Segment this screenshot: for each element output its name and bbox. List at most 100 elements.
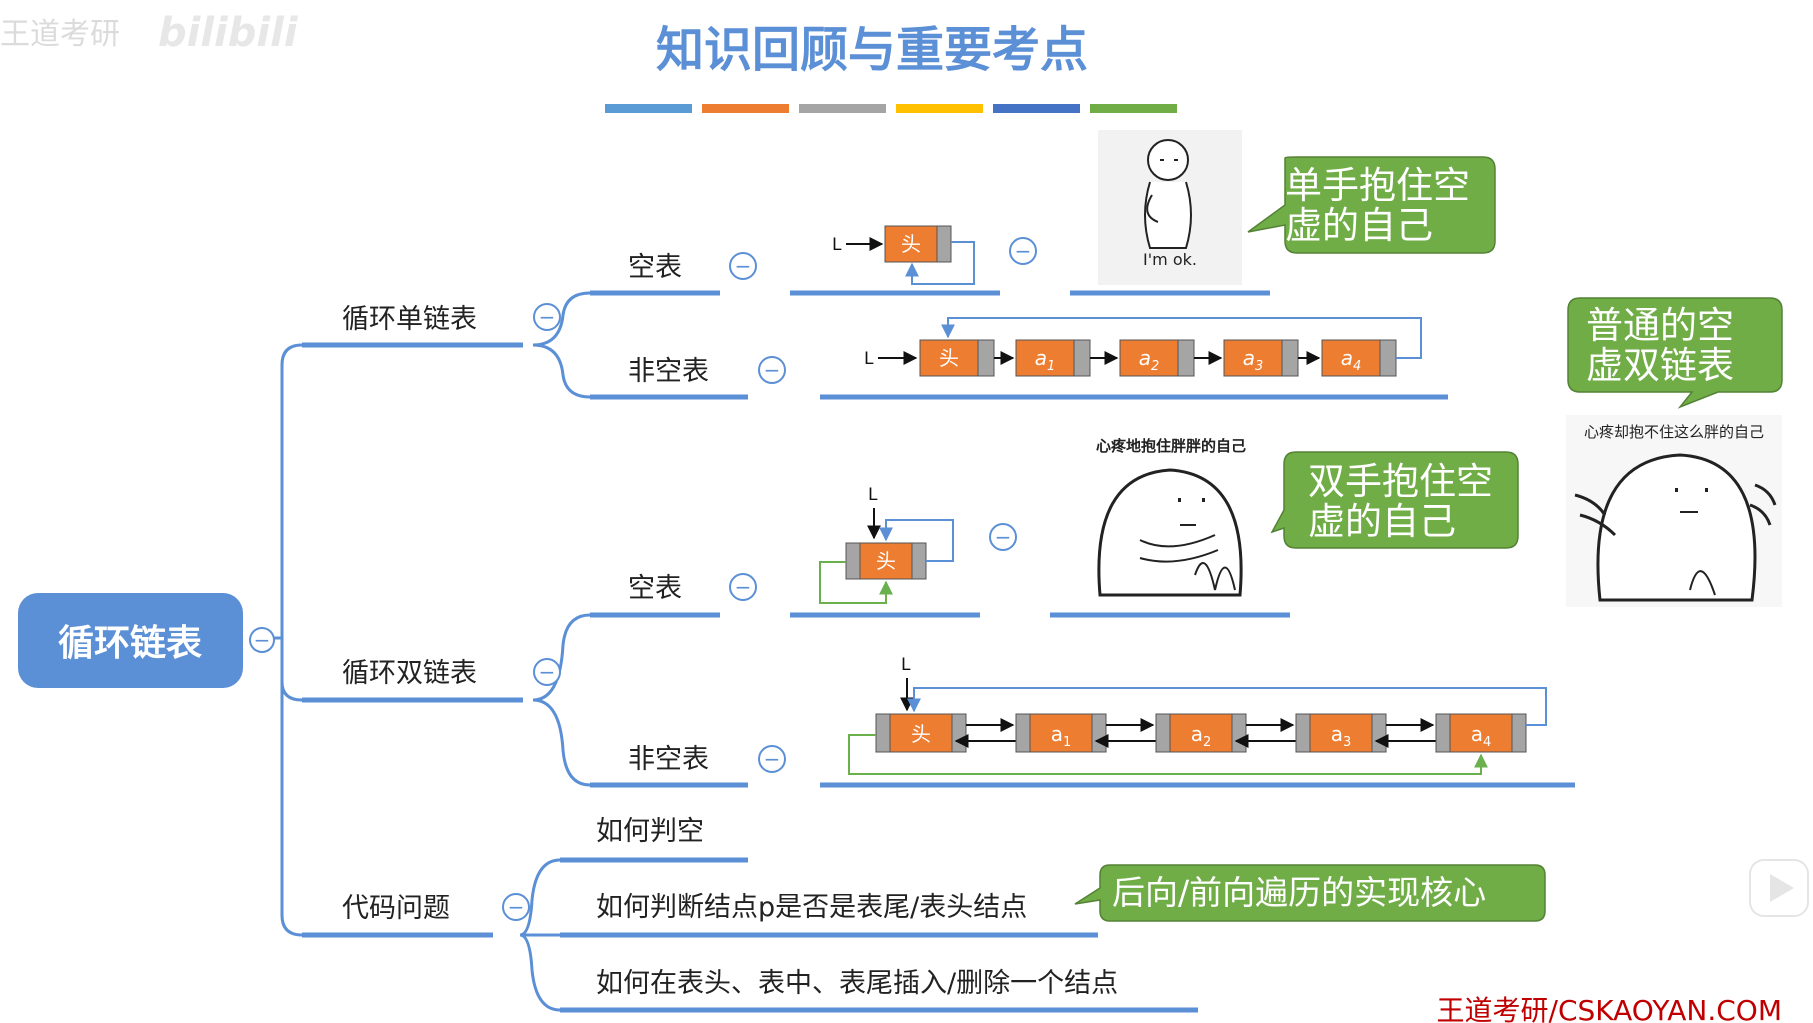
callout-code-text: 后向/前向遍历的实现核心 [1112, 873, 1486, 912]
single-node-next [1073, 339, 1091, 377]
double-nonempty-L: L [901, 655, 911, 675]
callout-double-line1: 双手抱住空 [1308, 460, 1493, 503]
double-empty-L: L [868, 485, 878, 505]
root-collapse-toggle[interactable]: − [249, 627, 275, 653]
toggle-double-nonempty[interactable]: − [758, 745, 786, 773]
double-node-data [1029, 713, 1093, 753]
watermark-left: 王道考研 [0, 17, 120, 52]
single-node-next [1281, 339, 1299, 377]
double-circular-next-link [907, 687, 1547, 726]
callout-normal-line2: 虚双链表 [1586, 344, 1734, 387]
single-node-data [1119, 339, 1179, 377]
toggle-double-diagram[interactable]: − [989, 523, 1017, 551]
single-nonempty-label: 非空表 [628, 356, 709, 387]
toggle-single-empty[interactable]: − [729, 252, 757, 280]
double-node-prior [1295, 713, 1311, 753]
code-item-2: 如何判断结点p是否是表尾/表头结点 [596, 892, 1027, 923]
single-empty-head: 头 [901, 232, 921, 256]
svg-text:−: − [735, 254, 752, 278]
single-circular-link [941, 317, 1422, 359]
double-node-next [1371, 713, 1387, 753]
toggle-single-diagram[interactable]: − [1009, 237, 1037, 265]
watermark: 王道考研 bilibili [0, 10, 299, 56]
single-empty-label: 空表 [628, 252, 682, 283]
callout-code: 后向/前向遍历的实现核心 [1074, 864, 1546, 922]
toggle-double-empty[interactable]: − [729, 573, 757, 601]
svg-text:−: − [764, 747, 781, 771]
title-bar-4 [896, 104, 983, 113]
double-empty-diagram: L 头 [819, 485, 954, 604]
double-node-label-head: 头 [911, 722, 931, 746]
double-node-next [1091, 713, 1107, 753]
footer-brand: 王道考研/CSKAOYAN.COM [1437, 994, 1782, 1023]
double-circular-prior-link [848, 734, 1488, 775]
page-title: 知识回顾与重要考点 [656, 22, 1088, 78]
svg-text:−: − [254, 628, 271, 652]
meme-hug: 心疼地抱住胖胖的自己 [1080, 430, 1262, 602]
single-node-next [977, 339, 995, 377]
svg-text:−: − [508, 895, 525, 919]
toggle-single[interactable]: − [533, 303, 561, 331]
title-bar-2 [702, 104, 789, 113]
callout-single-line1: 单手抱住空 [1285, 164, 1470, 207]
double-node-data [1449, 713, 1513, 753]
title-bar-5 [993, 104, 1080, 113]
double-node-prior [1435, 713, 1451, 753]
root-node[interactable]: 循环链表 [18, 593, 243, 688]
double-node-next [951, 713, 967, 753]
watermark-brand: bilibili [158, 10, 299, 56]
callout-single: 单手抱住空 虚的自己 [1247, 156, 1496, 254]
svg-text:−: − [1015, 239, 1032, 263]
svg-text:−: − [995, 525, 1012, 549]
svg-text:−: − [735, 575, 752, 599]
code-item-1: 如何判空 [596, 816, 704, 847]
connector-lines [262, 291, 591, 1012]
single-empty-L: L [832, 235, 842, 255]
single-node-next [1379, 339, 1397, 377]
single-node-data [919, 339, 979, 377]
double-nonempty-label: 非空表 [628, 744, 709, 775]
branch-code-label: 代码问题 [342, 893, 450, 924]
root-label: 循环链表 [58, 623, 202, 664]
callout-normal-line1: 普通的空 [1586, 304, 1734, 347]
meme-hug-title: 心疼地抱住胖胖的自己 [1096, 437, 1246, 455]
branch-single-label: 循环单链表 [342, 304, 477, 335]
title-bar-1 [605, 104, 692, 113]
title-bar-3 [799, 104, 886, 113]
svg-text:−: − [764, 358, 781, 382]
svg-text:−: − [539, 305, 556, 329]
double-node-prior [1015, 713, 1031, 753]
meme-cannot-hug-title: 心疼却抱不住这么胖的自己 [1584, 423, 1764, 441]
single-nonempty-L: L [864, 349, 874, 369]
double-node-prior [875, 713, 891, 753]
double-node-next [1511, 713, 1527, 753]
callout-double-line2: 虚的自己 [1308, 500, 1456, 543]
double-node-next [1231, 713, 1247, 753]
double-empty-label: 空表 [628, 573, 682, 604]
branch-double-label: 循环双链表 [342, 658, 477, 689]
toggle-double[interactable]: − [533, 658, 561, 686]
title-color-bars [605, 104, 1177, 113]
single-empty-diagram: L 头 [832, 225, 975, 285]
single-node-label-head: 头 [939, 346, 959, 370]
meme-im-ok: I'm ok. [1098, 130, 1242, 285]
play-icon[interactable] [1749, 859, 1809, 917]
code-item-3: 如何在表头、表中、表尾插入/删除一个结点 [596, 968, 1118, 999]
double-node-prior [1155, 713, 1171, 753]
underlines [302, 290, 1575, 1013]
toggle-single-nonempty[interactable]: − [758, 356, 786, 384]
toggle-code[interactable]: − [502, 893, 530, 921]
double-empty-head: 头 [876, 549, 896, 573]
title-bar-6 [1090, 104, 1177, 113]
meme-cannot-hug: 心疼却抱不住这么胖的自己 [1566, 415, 1782, 607]
callout-normal: 普通的空 虚双链表 [1567, 297, 1783, 409]
callout-double: 双手抱住空 虚的自己 [1270, 451, 1519, 549]
single-node-data [1015, 339, 1075, 377]
meme-im-ok-text: I'm ok. [1143, 250, 1197, 269]
single-node-next [1177, 339, 1195, 377]
svg-text:−: − [539, 660, 556, 684]
callout-single-line2: 虚的自己 [1285, 204, 1433, 247]
